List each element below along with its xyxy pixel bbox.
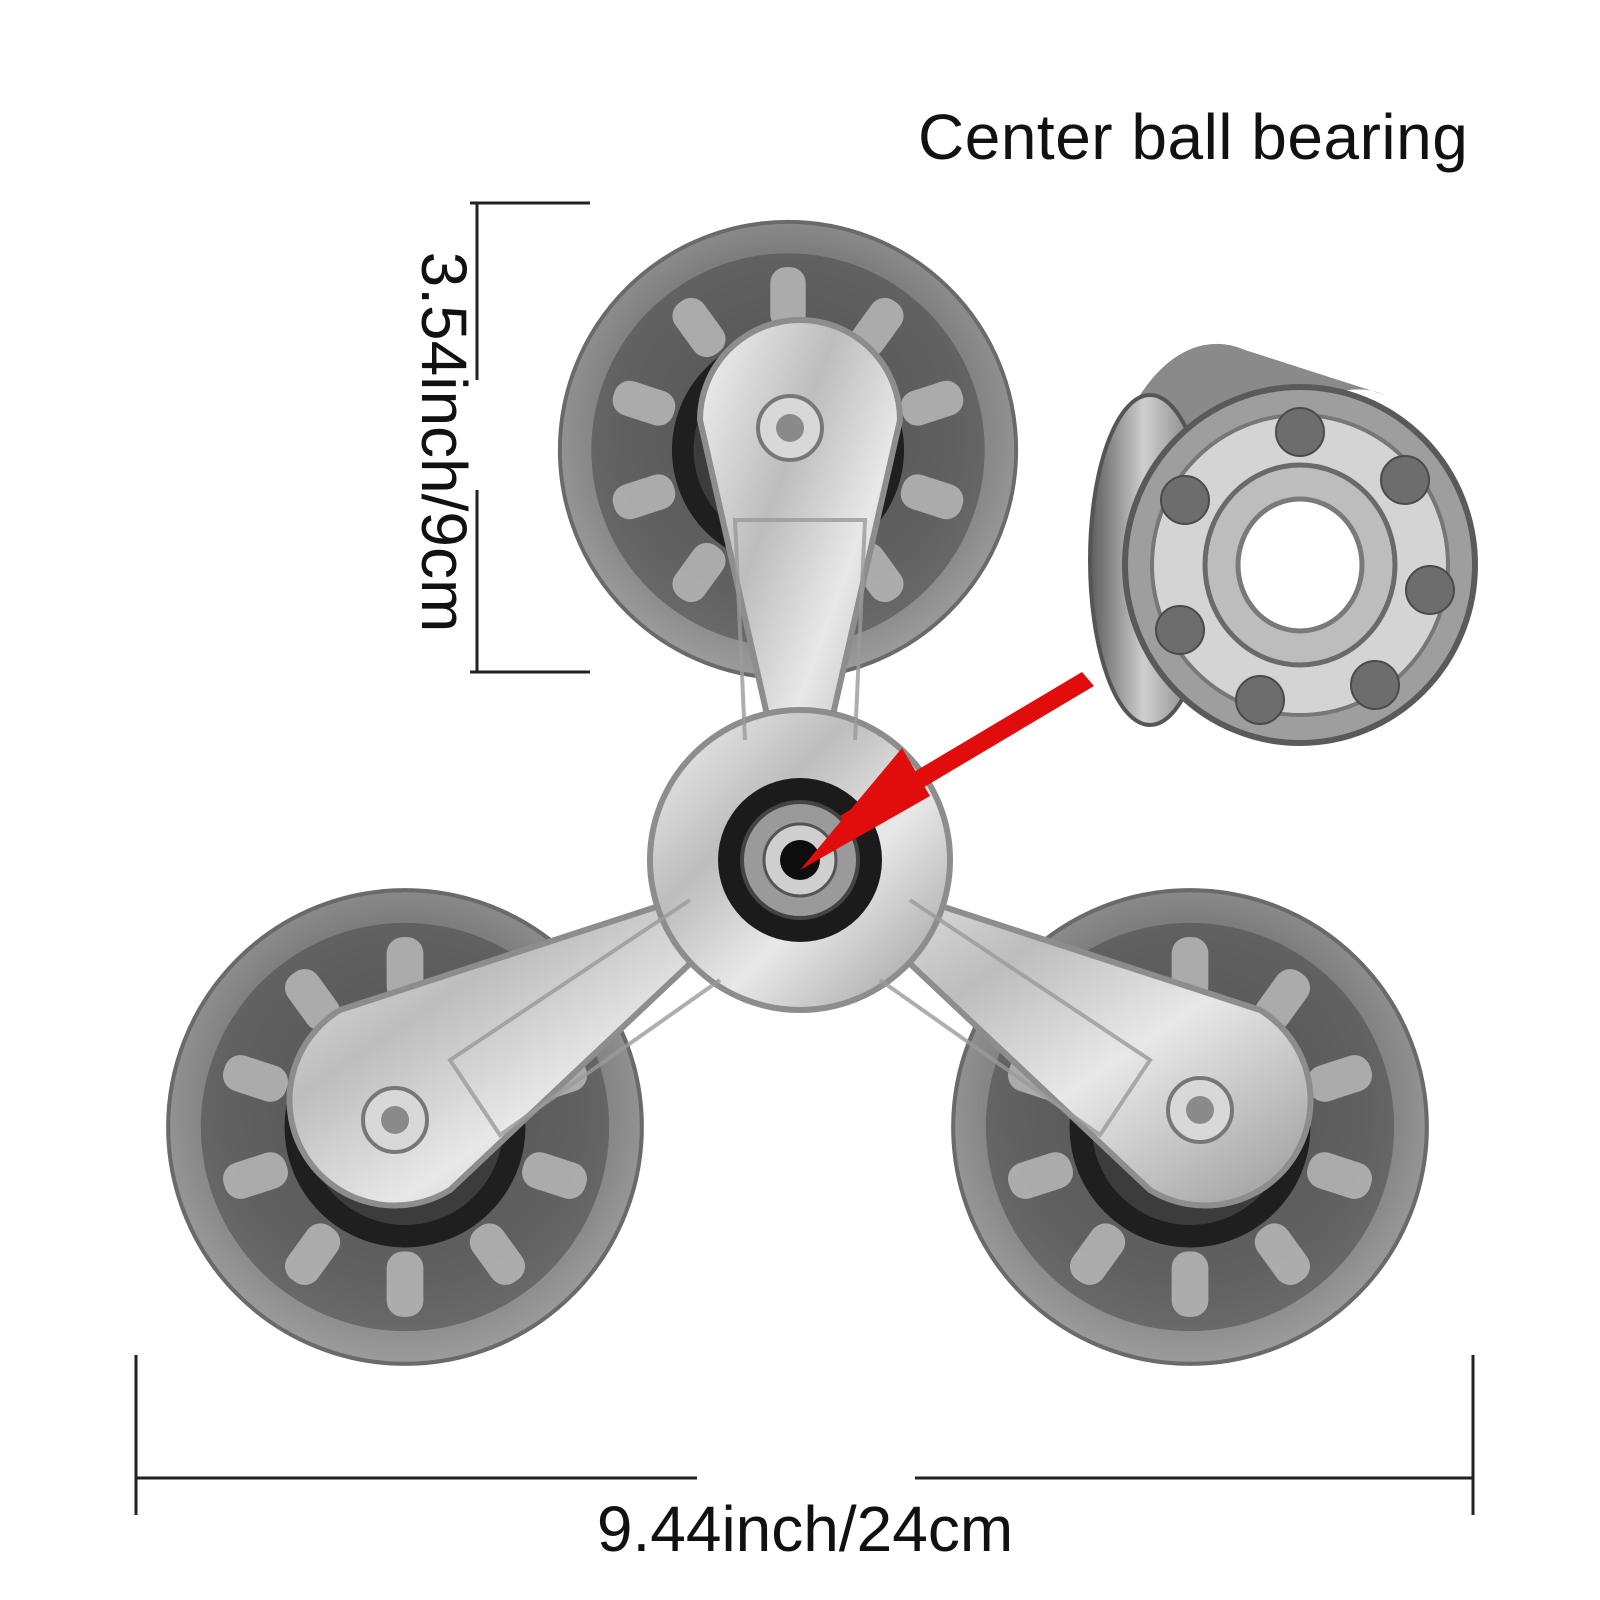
center-bearing	[718, 778, 882, 942]
height-dimension-label: 3.54inch/9cm	[408, 251, 480, 633]
ball-bearing-closeup	[1088, 343, 1478, 746]
dimension-lines	[134, 201, 1475, 1515]
red-pointer-arrow	[800, 672, 1094, 870]
callout-title: Center ball bearing	[918, 101, 1469, 173]
width-dimension-label: 9.44inch/24cm	[596, 1493, 1014, 1565]
axle-bolt	[361, 394, 1234, 1154]
